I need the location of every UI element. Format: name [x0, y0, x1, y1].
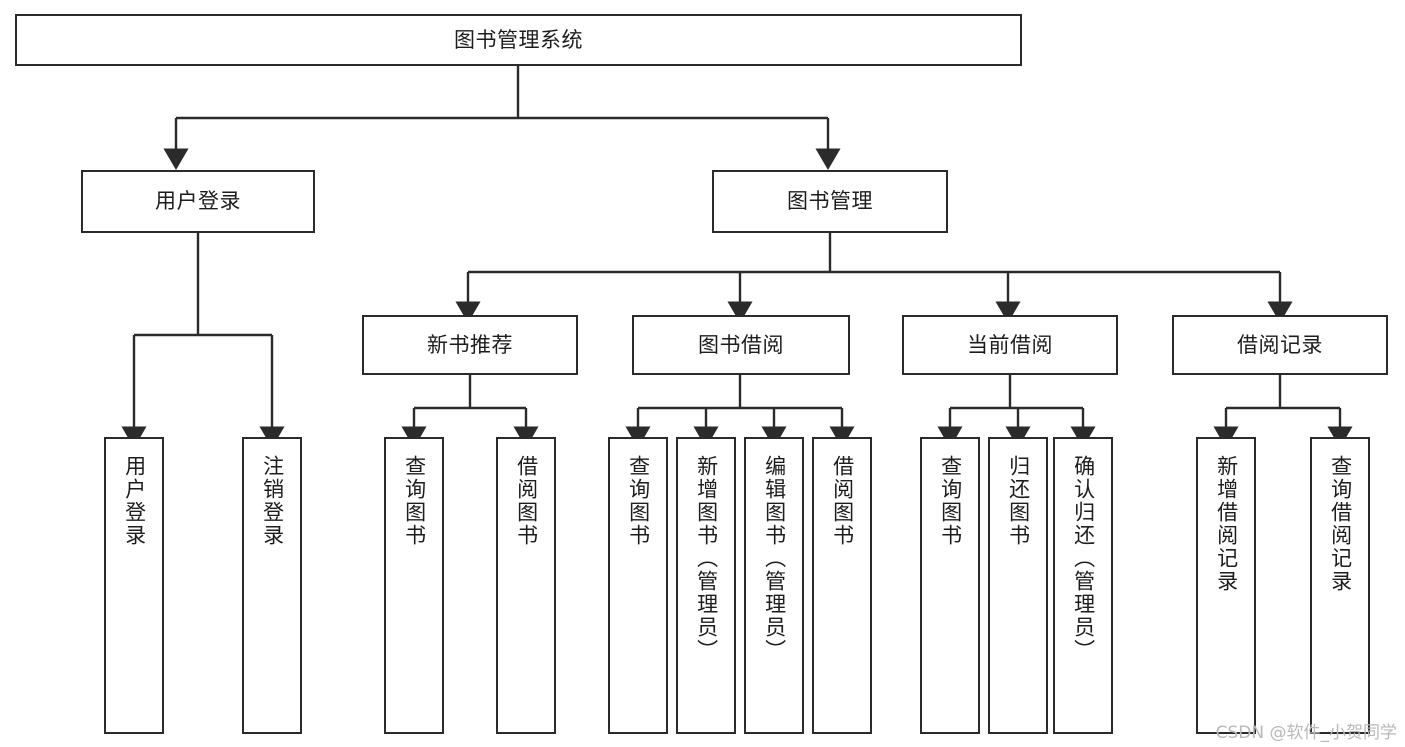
node-borrow-record[interactable]: 借阅记录: [1172, 315, 1388, 375]
node-book-borrow-label: 图书借阅: [698, 332, 784, 357]
node-new-book-recommend-label: 新书推荐: [427, 332, 513, 357]
node-book-management-label: 图书管理: [787, 189, 873, 214]
leaf-record-add-record-label: 新增借阅记录: [1214, 455, 1239, 593]
node-new-book-recommend[interactable]: 新书推荐: [362, 315, 578, 375]
leaf-current-confirm-return-label: 确认归还（管理员）: [1071, 455, 1096, 662]
leaf-recommend-borrow-book-label: 借阅图书: [514, 455, 539, 547]
leaf-current-query-book[interactable]: 查询图书: [920, 437, 980, 734]
leaf-borrow-add-book[interactable]: 新增图书（管理员）: [676, 437, 736, 734]
leaf-current-return-book-label: 归还图书: [1006, 455, 1031, 547]
leaf-borrow-query-book[interactable]: 查询图书: [608, 437, 668, 734]
leaf-recommend-borrow-book[interactable]: 借阅图书: [496, 437, 556, 734]
node-user-login-label: 用户登录: [155, 189, 241, 214]
node-root-label: 图书管理系统: [454, 27, 583, 52]
node-borrow-record-label: 借阅记录: [1237, 332, 1323, 357]
leaf-recommend-query-book-label: 查询图书: [402, 455, 427, 547]
leaf-current-confirm-return[interactable]: 确认归还（管理员）: [1053, 437, 1113, 734]
leaf-logout[interactable]: 注销登录: [242, 437, 302, 734]
node-book-management[interactable]: 图书管理: [712, 170, 948, 233]
node-book-borrow[interactable]: 图书借阅: [632, 315, 850, 375]
leaf-borrow-add-book-label: 新增图书（管理员）: [694, 455, 719, 662]
leaf-recommend-query-book[interactable]: 查询图书: [384, 437, 444, 734]
leaf-record-add-record[interactable]: 新增借阅记录: [1196, 437, 1256, 734]
leaf-borrow-edit-book[interactable]: 编辑图书（管理员）: [744, 437, 804, 734]
leaf-user-login[interactable]: 用户登录: [104, 437, 164, 734]
leaf-record-query-record-label: 查询借阅记录: [1328, 455, 1353, 593]
leaf-current-return-book[interactable]: 归还图书: [988, 437, 1048, 734]
leaf-borrow-edit-book-label: 编辑图书（管理员）: [762, 455, 787, 662]
node-user-login[interactable]: 用户登录: [81, 170, 315, 233]
node-current-borrow[interactable]: 当前借阅: [902, 315, 1118, 375]
leaf-borrow-borrow-book[interactable]: 借阅图书: [812, 437, 872, 734]
leaf-borrow-borrow-book-label: 借阅图书: [830, 455, 855, 547]
node-root[interactable]: 图书管理系统: [15, 14, 1022, 66]
leaf-logout-label: 注销登录: [260, 455, 285, 547]
leaf-current-query-book-label: 查询图书: [938, 455, 963, 547]
node-current-borrow-label: 当前借阅: [967, 332, 1053, 357]
leaf-record-query-record[interactable]: 查询借阅记录: [1310, 437, 1370, 734]
leaf-user-login-label: 用户登录: [122, 455, 147, 547]
leaf-borrow-query-book-label: 查询图书: [626, 455, 651, 547]
